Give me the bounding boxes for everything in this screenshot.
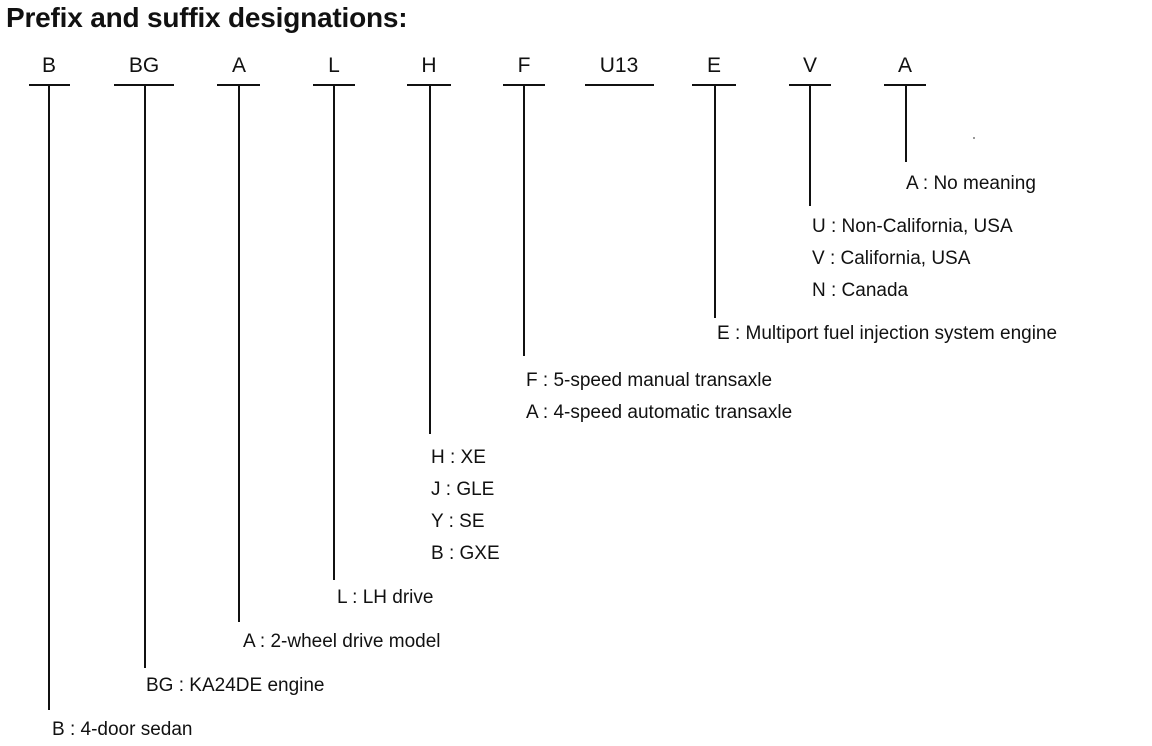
- definition-e: E : Multiport fuel injection system engi…: [717, 318, 1057, 350]
- underline-a-end: [884, 84, 926, 86]
- code-a-end: A: [897, 54, 913, 77]
- connector-l: [333, 86, 335, 580]
- definition-row: V : California, USA: [812, 248, 971, 269]
- definition-row: H : XE: [431, 447, 486, 468]
- connector-f: [523, 86, 525, 356]
- code-b: B: [41, 54, 57, 77]
- code-v: V: [802, 54, 818, 77]
- code-l: L: [328, 54, 340, 77]
- definition-row: E : Multiport fuel injection system engi…: [717, 323, 1058, 344]
- definition-v: U : Non-California, USA V : California, …: [812, 211, 1013, 307]
- connector-a: [238, 86, 240, 622]
- definition-row: F : 5-speed manual transaxle: [526, 370, 773, 391]
- definition-row: U : Non-California, USA: [812, 216, 1013, 237]
- definition-h: H : XE J : GLE Y : SE B : GXE: [431, 442, 500, 570]
- connector-e: [714, 86, 716, 318]
- code-e: E: [706, 54, 722, 77]
- definition-row: Y : SE: [431, 511, 485, 532]
- definition-l: L : LH drive: [337, 582, 433, 614]
- code-h: H: [421, 54, 437, 77]
- code-f: F: [517, 54, 531, 77]
- definition-row: B : GXE: [431, 543, 500, 564]
- definition-row: A : No meaning: [906, 173, 1036, 194]
- connector-a-end: [905, 86, 907, 162]
- underline-a: [217, 84, 260, 86]
- page-title: Prefix and suffix designations:: [6, 2, 408, 33]
- underline-v: [789, 84, 831, 86]
- definition-row: J : GLE: [431, 479, 495, 500]
- definition-row: A : 2-wheel drive model: [243, 631, 441, 652]
- code-u13: U13: [599, 54, 639, 77]
- definition-row: L : LH drive: [337, 587, 434, 608]
- underline-e: [692, 84, 736, 86]
- definition-row: BG : KA24DE engine: [146, 675, 325, 696]
- definition-row: N : Canada: [812, 280, 909, 301]
- definition-row: B : 4-door sedan: [52, 719, 193, 740]
- underline-bg: [114, 84, 174, 86]
- underline-b: [29, 84, 70, 86]
- code-a: A: [231, 54, 247, 77]
- code-bg: BG: [128, 54, 160, 77]
- underline-h: [407, 84, 451, 86]
- connector-bg: [144, 86, 146, 668]
- definition-bg: BG : KA24DE engine: [146, 670, 325, 702]
- underline-u13: [585, 84, 654, 86]
- connector-h: [429, 86, 431, 434]
- definition-b: B : 4-door sedan: [52, 714, 192, 746]
- underline-l: [313, 84, 355, 86]
- scan-speck: [973, 137, 975, 139]
- definition-a-end: A : No meaning: [906, 168, 1036, 200]
- definition-row: A : 4-speed automatic transaxle: [526, 402, 793, 423]
- definition-f: F : 5-speed manual transaxle A : 4-speed…: [526, 365, 792, 429]
- definition-a: A : 2-wheel drive model: [243, 626, 441, 658]
- underline-f: [503, 84, 545, 86]
- connector-v: [809, 86, 811, 206]
- connector-b: [48, 86, 50, 710]
